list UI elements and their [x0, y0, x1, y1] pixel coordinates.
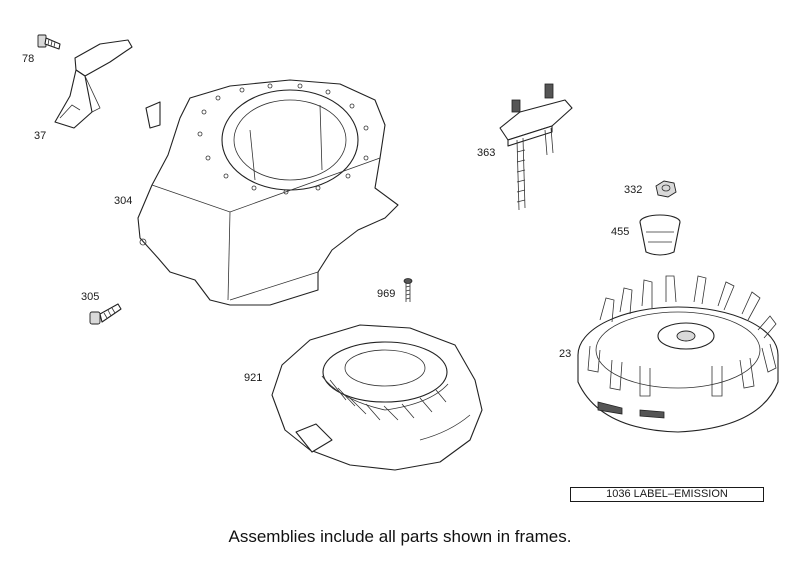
callout-363: 363 — [477, 147, 496, 159]
callout-23: 23 — [559, 348, 572, 360]
bolt-305-drawing — [89, 303, 122, 325]
callout-304: 304 — [114, 195, 133, 207]
callout-78: 78 — [22, 53, 35, 65]
bolt-78-drawing — [37, 34, 61, 50]
callout-305: 305 — [81, 291, 100, 303]
callout-455: 455 — [611, 226, 630, 238]
screw-969-drawing — [403, 278, 413, 302]
emission-label-frame: 1036 LABEL–EMISSION — [570, 487, 764, 502]
blower-housing-304-drawing — [137, 79, 399, 306]
callout-969: 969 — [377, 288, 396, 300]
nut-332-drawing — [655, 180, 677, 198]
callout-37: 37 — [34, 130, 47, 142]
flywheel-23-drawing — [577, 275, 779, 433]
bracket-363-drawing — [499, 83, 573, 211]
footnote: Assemblies include all parts shown in fr… — [228, 527, 572, 546]
callout-921: 921 — [244, 372, 263, 384]
cup-455-drawing — [639, 214, 681, 256]
callout-332: 332 — [624, 184, 643, 196]
cover-921-drawing — [271, 324, 483, 471]
air-guide-37-drawing — [54, 39, 161, 129]
